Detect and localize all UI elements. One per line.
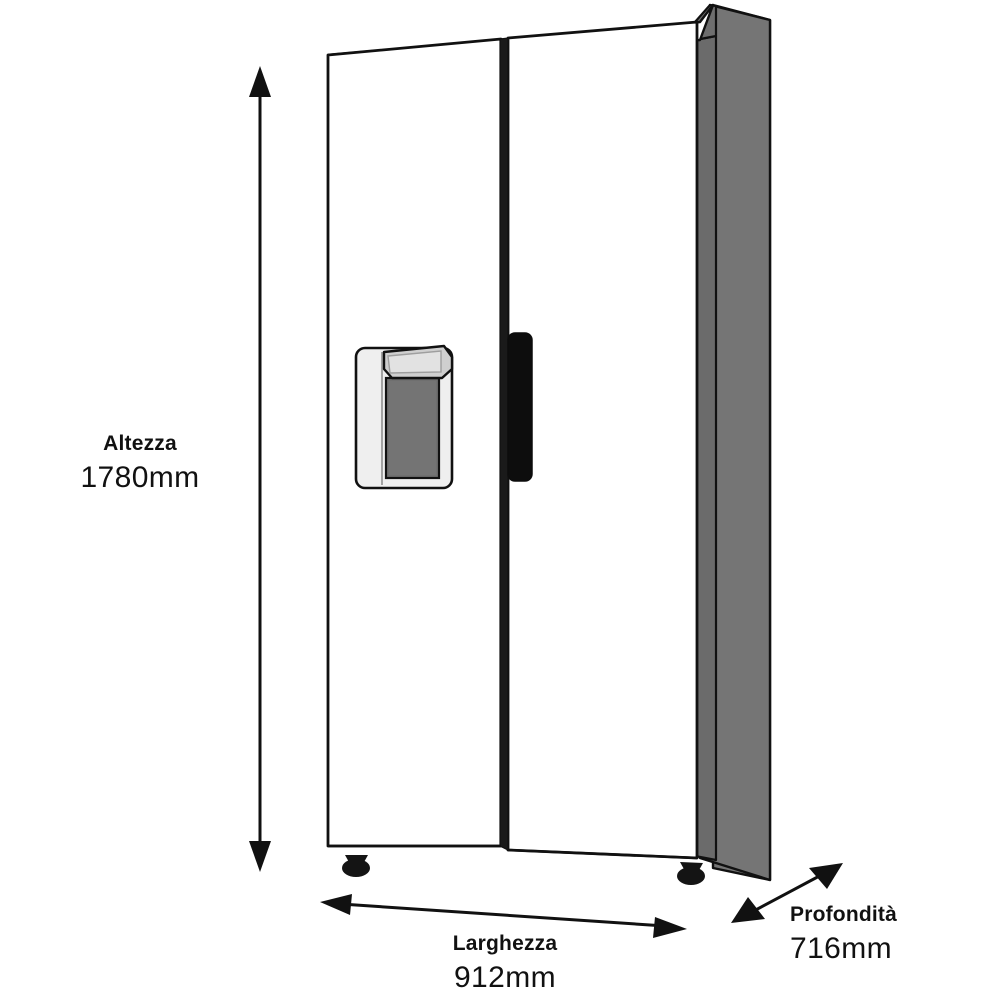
depth-arrow-head-lower-left xyxy=(731,897,765,923)
door-handle[interactable] xyxy=(507,332,533,482)
width-arrow-shaft xyxy=(340,902,666,928)
height-arrow-head-bottom xyxy=(249,841,271,872)
width-label-name: Larghezza xyxy=(452,932,558,955)
handle-bar[interactable] xyxy=(507,332,533,482)
width-dimension-label: Larghezza 912mm xyxy=(390,932,620,995)
depth-dimension-label: Profondità 716mm xyxy=(790,903,990,966)
dispenser-cavity-inner xyxy=(389,381,436,475)
depth-label-name: Profondità xyxy=(790,903,897,926)
depth-label-value: 716mm xyxy=(790,931,893,965)
dispenser-control-face xyxy=(387,350,442,374)
height-arrow-head-top xyxy=(249,66,271,97)
width-arrow-head-left xyxy=(320,894,352,915)
leveling-foot-left xyxy=(342,859,370,877)
height-dimension-arrow xyxy=(249,66,271,872)
depth-arrow-head-upper-right xyxy=(809,863,843,889)
door-gap xyxy=(499,37,509,851)
depth-arrow-shaft xyxy=(749,871,826,915)
width-dimension-arrow xyxy=(320,894,687,938)
width-label-value: 912mm xyxy=(453,960,557,994)
width-arrow-head-right xyxy=(653,917,687,938)
depth-dimension-arrow xyxy=(731,863,843,923)
water-dispenser[interactable] xyxy=(354,344,454,490)
height-dimension-label: Altezza 1780mm xyxy=(30,432,250,495)
height-label-name: Altezza xyxy=(103,432,177,455)
right-door[interactable] xyxy=(506,20,699,860)
leveling-feet xyxy=(342,855,705,885)
right-door-bottom-edge xyxy=(507,848,698,860)
leveling-foot-right xyxy=(677,867,705,885)
height-label-value: 1780mm xyxy=(80,460,200,494)
cabinet-side-panel xyxy=(326,3,772,882)
